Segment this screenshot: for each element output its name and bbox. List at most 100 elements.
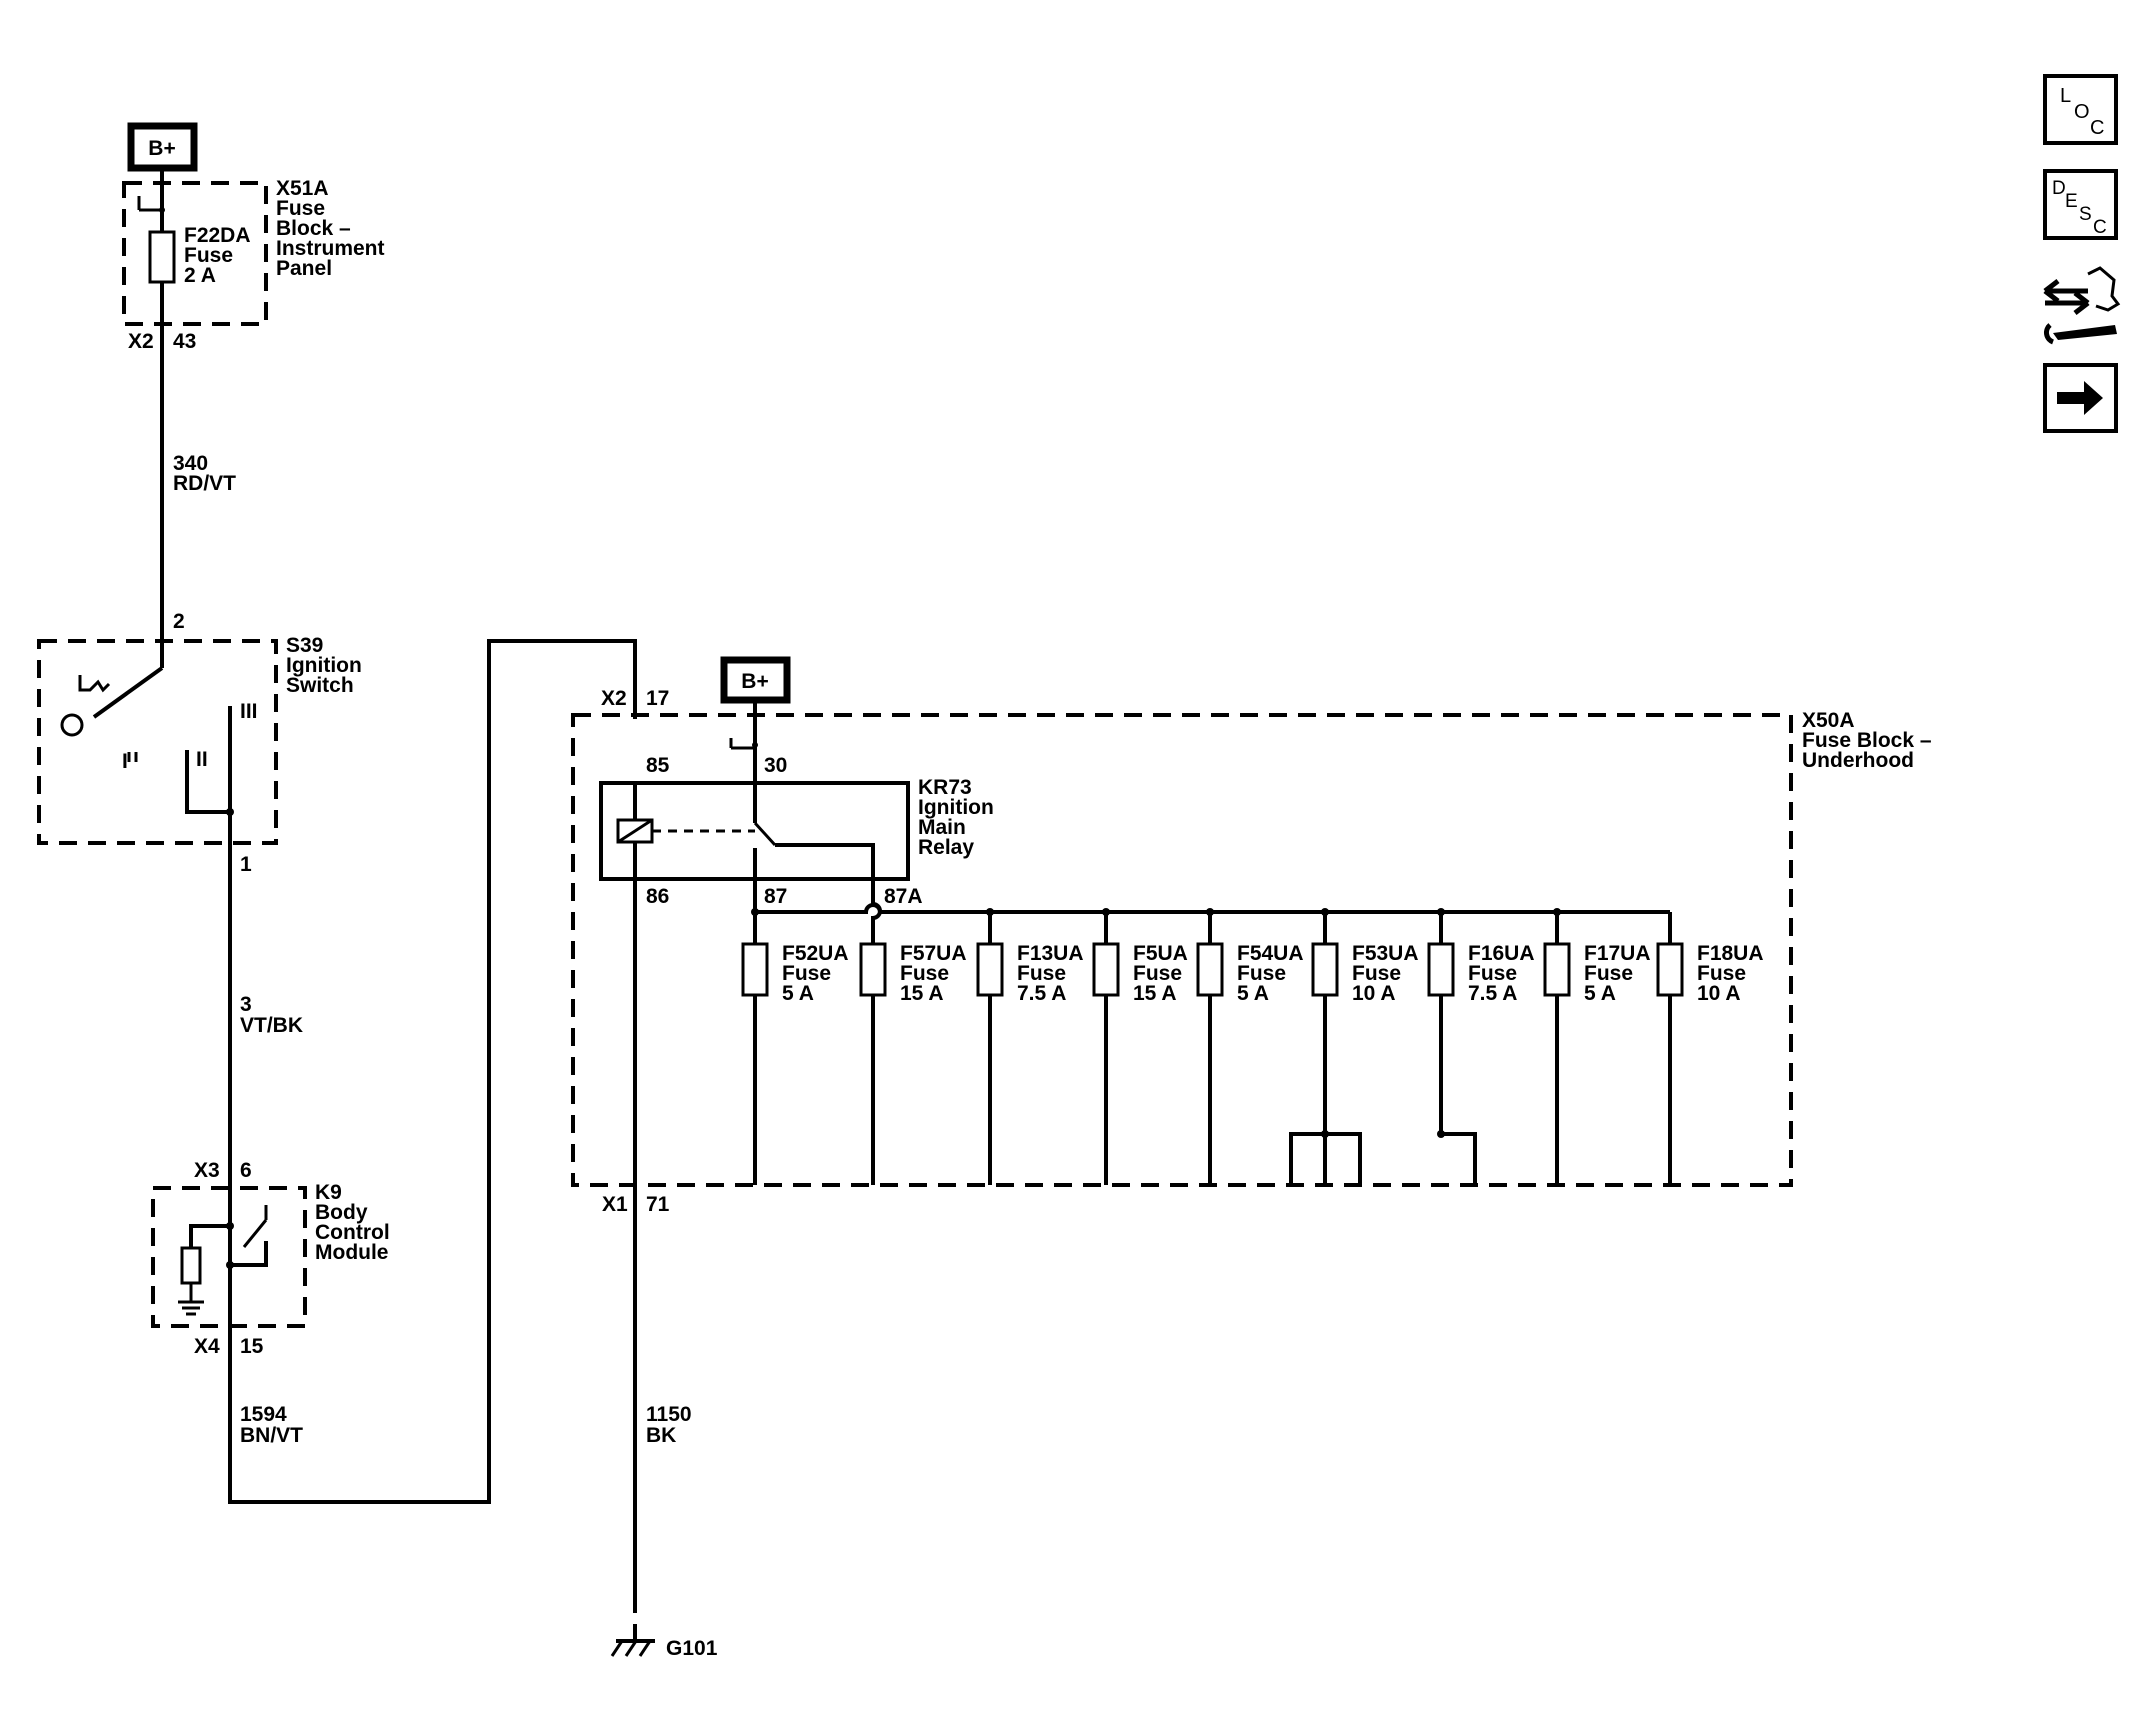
battery-label: B+: [741, 670, 768, 693]
fuse-block-instrument-panel: [122, 181, 268, 326]
wire-1594: [228, 639, 637, 1504]
pin-label: 15: [240, 1335, 264, 1358]
fuse-ref: F17UA: [1584, 942, 1651, 965]
svg-text:L: L: [2060, 85, 2071, 107]
fuse-type: Fuse: [1017, 962, 1066, 985]
fuse-ref: F16UA: [1468, 942, 1535, 965]
battery-supply-top: B+: [127, 122, 198, 172]
fuse-ref: F5UA: [1133, 942, 1188, 965]
component-ref: X50A: [1802, 709, 1855, 732]
component-ref: S39: [286, 634, 323, 657]
bcm-switch-icon: [242, 1205, 268, 1248]
connector-label: X4: [194, 1335, 220, 1358]
battery-supply-relay: B+: [720, 656, 791, 704]
fuse-ref: F54UA: [1237, 942, 1304, 965]
component-name: Body: [315, 1201, 368, 1224]
component-ref: KR73: [918, 776, 972, 799]
next-arrow-icon: [2057, 381, 2103, 415]
fuse-block-underhood: [571, 713, 1793, 1187]
pin-label: 43: [173, 330, 196, 353]
component-name: Module: [315, 1241, 389, 1264]
fuse-type: Fuse: [1237, 962, 1286, 985]
fuse-rating: 2 A: [184, 264, 216, 287]
wire-color-label: BN/VT: [240, 1424, 303, 1447]
fuse-ref: F57UA: [900, 942, 967, 965]
svg-text:C: C: [2093, 217, 2107, 238]
pin-label: 2: [173, 610, 185, 633]
fuse-rating: 5 A: [1237, 982, 1269, 1005]
connector-label: X2: [601, 687, 627, 710]
component-ref: X51A: [276, 177, 329, 200]
pin-label: 71: [646, 1193, 670, 1216]
ground-icon: [610, 1639, 655, 1657]
svg-text:D: D: [2052, 178, 2066, 199]
fuse-ref: F13UA: [1017, 942, 1084, 965]
switch-position-label: I: [122, 750, 128, 773]
wire-color-label: RD/VT: [173, 472, 236, 495]
fuse-rating: 5 A: [782, 982, 814, 1005]
ignition-switch: [37, 639, 278, 845]
connector-info-icon: [2043, 266, 2121, 345]
pin-label: 85: [646, 754, 670, 777]
fused-output-bus: [755, 903, 1670, 914]
wire-circuit-label: 3: [240, 993, 252, 1016]
fuse-ref: F52UA: [782, 942, 849, 965]
next-page-button[interactable]: [2043, 363, 2118, 433]
bcm-ground-icon: [178, 1283, 204, 1316]
component-name: Ignition: [286, 654, 362, 677]
wire-circuit-label: 1150: [646, 1403, 692, 1426]
ignition-switch-knob-icon: [60, 713, 84, 737]
component-name: Control: [315, 1221, 390, 1244]
fuse-f22da: [148, 230, 176, 284]
fuse-ref: F18UA: [1697, 942, 1764, 965]
battery-label: B+: [148, 137, 175, 160]
pin-label: 17: [646, 687, 669, 710]
component-name: Relay: [918, 836, 974, 859]
pin-label: 86: [646, 885, 669, 908]
fuse-type: Fuse: [184, 244, 233, 267]
location-icon: L O C: [2060, 85, 2104, 139]
fuse-type: Fuse: [1468, 962, 1517, 985]
svg-text:O: O: [2074, 101, 2090, 123]
fuse-rating: 10 A: [1697, 982, 1741, 1005]
fuse-type: Fuse: [900, 962, 949, 985]
component-name: Underhood: [1802, 749, 1914, 772]
fuse-type: Fuse: [782, 962, 831, 985]
fuse-type: Fuse: [1133, 962, 1182, 985]
component-name: Main: [918, 816, 966, 839]
location-button[interactable]: L O C: [2043, 74, 2118, 145]
component-name: Ignition: [918, 796, 994, 819]
fuse-rating: 5 A: [1584, 982, 1616, 1005]
switch-position-label: III: [240, 700, 258, 723]
connector-label: X2: [128, 330, 154, 353]
switch-key-icon: [78, 675, 111, 693]
fuse-rating: 15 A: [900, 982, 944, 1005]
description-button[interactable]: D E S C: [2043, 169, 2118, 240]
connector-info-button[interactable]: [2043, 266, 2121, 345]
fuse-rating: 10 A: [1352, 982, 1396, 1005]
component-name: Switch: [286, 674, 354, 697]
relay-contact-icon: [753, 821, 777, 847]
svg-text:C: C: [2090, 117, 2104, 139]
fuse-rating: 7.5 A: [1468, 982, 1517, 1005]
connector-label: X1: [602, 1193, 628, 1216]
pin-label: 87: [764, 885, 787, 908]
pin-label: 6: [240, 1159, 252, 1182]
fuse-type: Fuse: [1697, 962, 1746, 985]
wire-circuit-label: 340: [173, 452, 208, 475]
description-icon: D E S C: [2052, 178, 2107, 238]
pin-label: 30: [764, 754, 787, 777]
ground-ref: G101: [666, 1637, 718, 1660]
svg-text:E: E: [2065, 191, 2078, 212]
component-name: Panel: [276, 257, 332, 280]
wire-color-label: VT/BK: [240, 1014, 303, 1037]
